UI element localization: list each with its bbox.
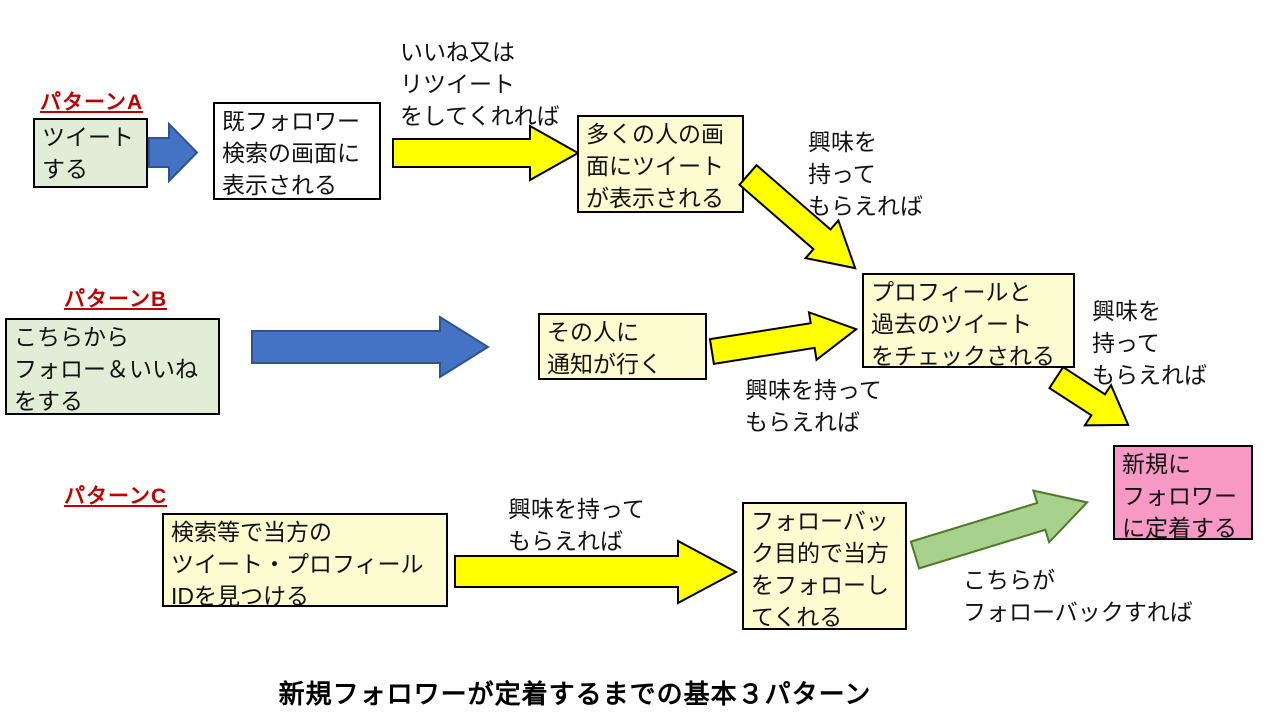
pattern-b-box2: その人に 通知が行く — [538, 313, 707, 380]
down-right-arrow-icon — [738, 163, 857, 270]
right-arrow-icon — [454, 539, 739, 605]
pattern-a-arrow2-label: いいね又は リツイート をしてくれれば — [400, 39, 560, 129]
pattern-b-start-box: こちらから フォロー＆いいね をする — [5, 318, 220, 415]
pattern-c-arrow1-label: 興味を持って もらえれば — [508, 496, 645, 554]
pattern-b-label: パターンB — [64, 288, 168, 311]
pattern-a-label: パターンA — [40, 91, 144, 114]
pattern-c-label: パターンC — [64, 485, 168, 508]
right-arrow-icon — [148, 121, 199, 184]
down-right-arrow-icon — [1048, 365, 1130, 427]
pattern-a-box3: 多くの人の画 面にツイート が表示される — [577, 115, 744, 213]
pattern-c-start-box: 検索等で当方の ツイート・プロフィール IDを見つける — [162, 513, 448, 609]
goal-box: 新規に フォロワー に定着する — [1113, 445, 1253, 541]
diagram-title: 新規フォロワーが定着するまでの基本３パターン — [278, 679, 872, 709]
right-arrow-icon — [251, 315, 490, 379]
pattern-b-arrow2-label: 興味を持って もらえれば — [745, 377, 882, 435]
pattern-b-arrow3-label: 興味を 持って もらえれば — [1092, 298, 1207, 388]
pattern-a-arrow3-label: 興味を 持って もらえれば — [808, 129, 923, 219]
right-arrow-icon — [392, 124, 581, 182]
pattern-a-start-box: ツイート する — [33, 118, 148, 188]
pattern-a-box2: 既フォロワー 検索の画面に 表示される — [213, 102, 381, 200]
up-right-arrow-icon — [909, 489, 1090, 570]
pattern-c-arrow2-label: こちらが フォローバックすれば — [963, 567, 1193, 625]
right-arrow-icon — [708, 310, 859, 365]
pattern-c-box2: フォローバッ ク目的で当方 をフォローし てくれる — [742, 502, 907, 630]
pattern-b-box3: プロフィールと 過去のツイート をチェックされる — [862, 273, 1075, 369]
